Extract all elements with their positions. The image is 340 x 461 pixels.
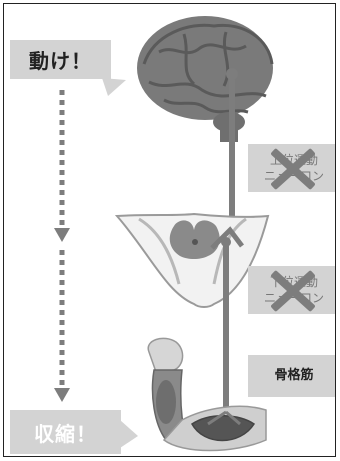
brain-icon bbox=[137, 16, 274, 142]
diagram-art bbox=[54, 16, 274, 452]
diagram-frame: 動け！ 収縮！ 上位運動 ニューロン 下位運動 ニューロン 骨格筋 bbox=[3, 3, 336, 457]
lower-motor-neuron-label-line-2: ニューロン bbox=[263, 291, 324, 305]
skeletal-muscle-label-text: 骨格筋 bbox=[274, 368, 314, 384]
upper-motor-neuron bbox=[226, 68, 238, 242]
lower-motor-neuron bbox=[221, 237, 231, 414]
callout-contract-text: 収縮！ bbox=[34, 421, 97, 446]
upper-motor-neuron-label-line-1: 上位運動 bbox=[269, 152, 318, 167]
callout-move: 動け！ bbox=[10, 40, 111, 79]
lower-motor-neuron-label-line-1: 下位運動 bbox=[269, 274, 318, 289]
callout-move-text: 動け！ bbox=[29, 49, 92, 73]
upper-motor-neuron-label-line-2: ニューロン bbox=[263, 169, 324, 183]
upper-motor-neuron-label: 上位運動 ニューロン bbox=[248, 144, 335, 192]
skeletal-muscle-label: 骨格筋 bbox=[248, 355, 335, 397]
callout-contract: 収縮！ bbox=[10, 410, 121, 454]
down-arrow-icon bbox=[54, 90, 70, 402]
callout-bottom-tail bbox=[120, 420, 138, 448]
spinal-cord-cross-section-icon bbox=[114, 212, 270, 308]
callout-top-tail bbox=[102, 78, 126, 96]
lower-motor-neuron-label: 下位運動 ニューロン bbox=[248, 266, 335, 314]
flexed-arm-icon bbox=[147, 337, 267, 452]
